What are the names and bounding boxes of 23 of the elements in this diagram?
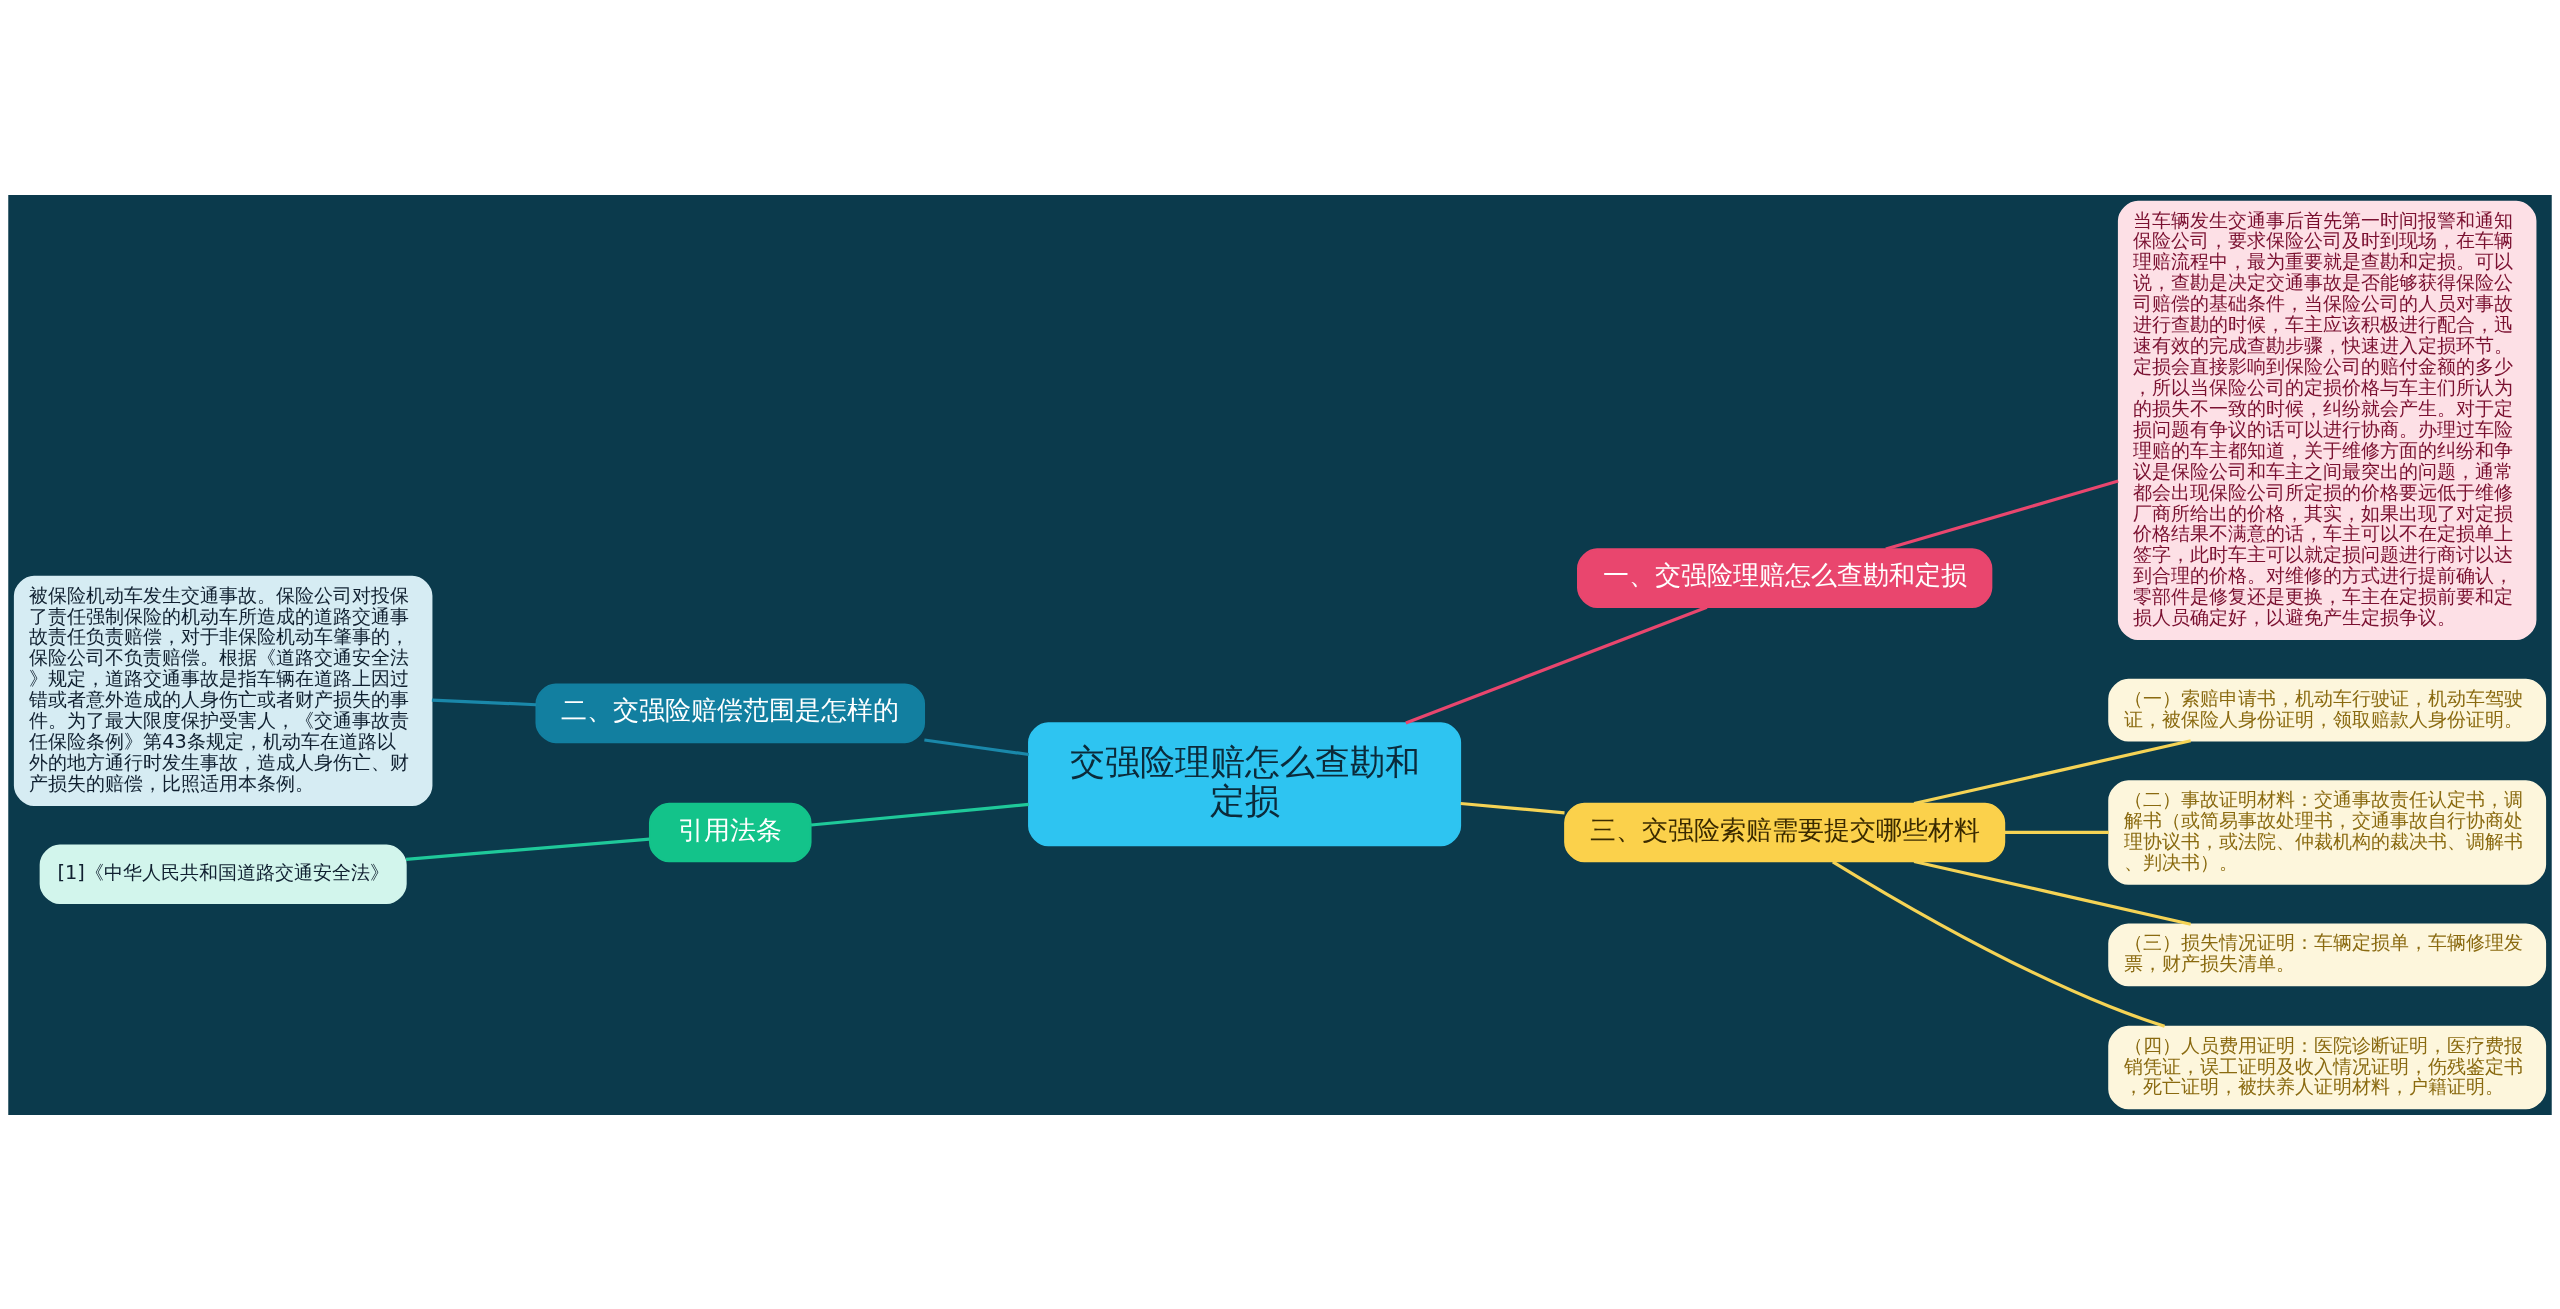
node-box: 当车辆发生交通事后首先第一时间报警和通知保险公司，要求保险公司及时到现场，在车辆理赔流程中，最为重要就是查勘和定损。可以说，查勘是决定交通事故是否能够获得保险公司赔偿的基础条件，当保险公司的人员对事故进行查勘的时候，车主应该积极进行配合，迅速有效的完成查勘步骤，快速进入定损环节。定损会直接影响到保险公司的赔付金额的多少，所以当保险公司的定损价格与车主们所认为的损失不一致的时候，纠纷就会产生。对于定损问题有争议的话可以进行协商。办理过车险理赔的车主都知道，关于维修方面的纠纷和争议是保险公司和车主之间最突出的问题，通常都会出现保险公司所定损的价格要远低于维修厂商所给出的价格，其实，如果出现了对定损价格结果不满意的话，车主可以不在定损单上签字，此时车主可以就定损问题进行商讨以达到合理的价格。对维修的方式进行提前确认，零部件是修复还是更换，车主在定损前要和定损人员确定好，以避免产生定损争议。 xyxy=(2117,200,2537,640)
connector xyxy=(2004,830,2109,834)
connector xyxy=(1885,478,2119,551)
node-box: [1]《中华人民共和国道路交通安全法》 xyxy=(39,844,407,904)
node-box: 二、交强险赔偿范围是怎样的 xyxy=(535,683,926,743)
connector xyxy=(811,802,1029,827)
connector xyxy=(1460,801,1565,814)
connector xyxy=(1913,738,2192,805)
node-box: （四）人员费用证明：医院诊断证明，医疗费报销凭证，误工证明及收入情况证明，伤残鉴定书，死亡证明，被扶养人证明材料，户籍证明。 xyxy=(2108,1025,2547,1109)
node-box: 交强险理赔怎么查勘和定损 xyxy=(1028,721,1462,846)
node-box: 引用法条 xyxy=(648,802,812,862)
connector xyxy=(1832,859,2166,1028)
connector xyxy=(1913,859,2192,926)
node-box: （一）索赔申请书，机动车行驶证，机动车驾驶证，被保险人身份证明，领取赔款人身份证明。 xyxy=(2108,678,2547,742)
connector xyxy=(431,697,537,706)
node-box: 被保险机动车发生交通事故。保险公司对投保了责任强制保险的机动车所造成的道路交通事故责任负责赔偿，对于非保险机动车肇事的，保险公司不负责赔偿。根据《道路交通安全法》规定，道路交通事故是指车辆在道路上因过错或者意外造成的人身伤亡或者财产损失的事件。为了最大限度保护受害人，《交通事故责任保险条例》第43条规定，机动车在道路以外的地方通行时发生事故，造成人身伤亡、财产损失的赔偿，比照适用本条例。 xyxy=(13,575,433,806)
connector xyxy=(924,737,1030,756)
connector xyxy=(1405,605,1708,724)
connector xyxy=(405,836,650,861)
node-box: （三）损失情况证明：车辆定损单，车辆修理发票，财产损失清单。 xyxy=(2108,922,2547,986)
node-box: 三、交强险索赔需要提交哪些材料 xyxy=(1564,802,2006,862)
node-box: 一、交强险理赔怎么查勘和定损 xyxy=(1577,547,1993,608)
node-box: （二）事故证明材料：交通事故责任认定书，调解书（或简易事故处理书，交通事故自行协商处理协议书，或法院、仲裁机构的裁决书、调解书、判决书）。 xyxy=(2108,779,2547,885)
